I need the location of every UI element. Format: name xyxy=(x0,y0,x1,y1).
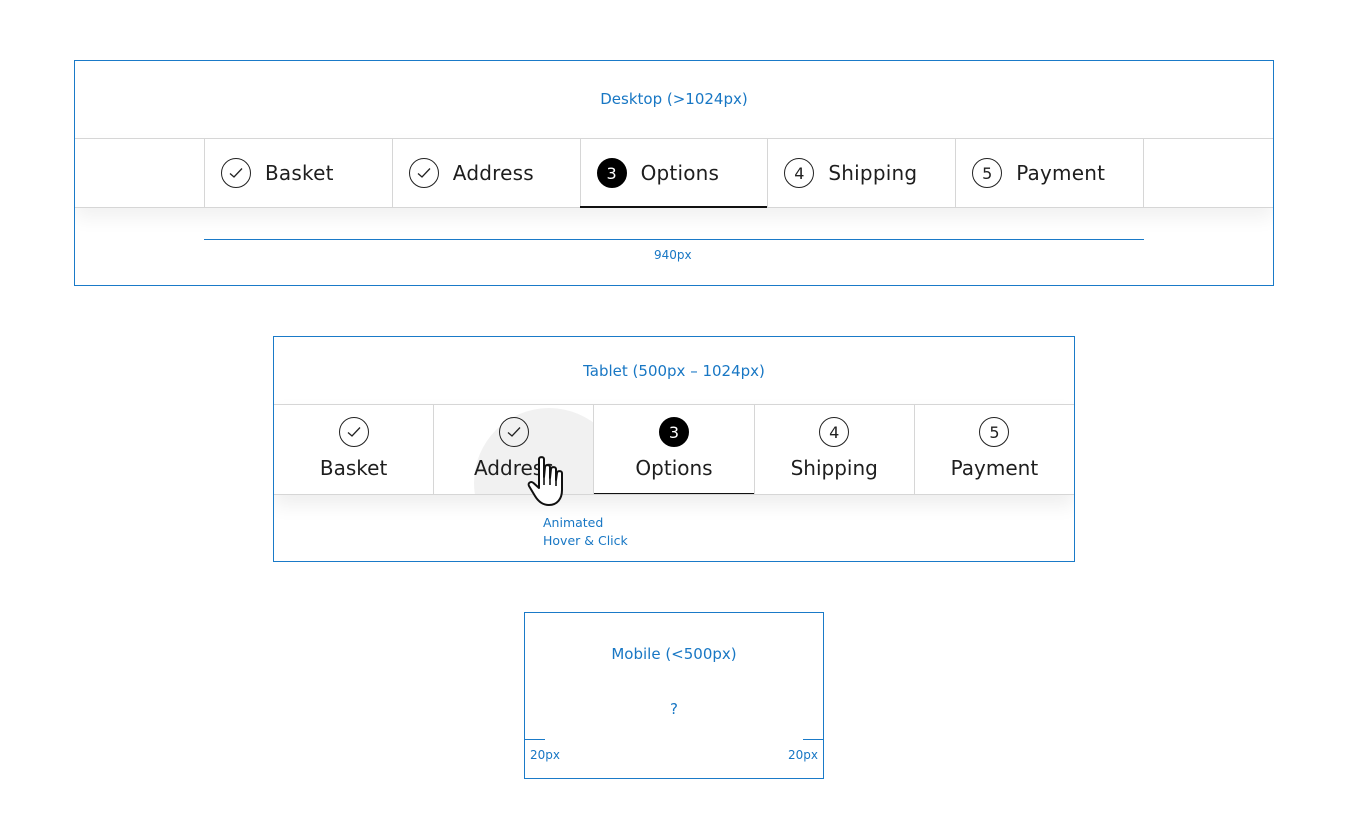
check-icon xyxy=(498,417,529,447)
step-label: Basket xyxy=(265,161,334,185)
hand-pointer-icon xyxy=(527,456,563,506)
step-number-badge: 3 xyxy=(659,417,689,447)
mobile-title: Mobile (<500px) xyxy=(611,645,737,663)
step-label: Basket xyxy=(319,456,388,480)
padding-left-label: 20px xyxy=(530,748,560,762)
tablet-step-shipping[interactable]: 4 Shipping xyxy=(755,405,915,494)
check-icon xyxy=(338,417,369,447)
step-label: Options xyxy=(640,161,720,185)
desktop-step-address[interactable]: Address xyxy=(393,139,581,207)
tablet-stepper: Basket Address 3 Options 4 Shipping 5 Pa… xyxy=(274,404,1074,495)
step-label: Shipping xyxy=(828,161,918,185)
check-icon xyxy=(408,158,439,188)
step-label: Payment xyxy=(1016,161,1106,185)
desktop-stepper-bar: Basket Address 3 Options 4 Shipping 5 Pa… xyxy=(75,138,1273,208)
step-number-badge: 5 xyxy=(972,158,1003,188)
mobile-frame: Mobile (<500px) ? 20px 20px xyxy=(524,612,824,779)
annotation-line: Hover & Click xyxy=(543,533,628,548)
step-label: Shipping xyxy=(790,456,878,480)
step-number-badge: 5 xyxy=(979,417,1010,447)
width-measure-line xyxy=(204,239,1144,240)
step-label: Payment xyxy=(950,456,1039,480)
step-label: Options xyxy=(635,456,713,480)
annotation-line: Animated xyxy=(543,515,604,530)
tablet-step-basket[interactable]: Basket xyxy=(274,405,435,494)
step-label: Address xyxy=(452,161,534,185)
tablet-frame: Tablet (500px – 1024px) Basket Address 3… xyxy=(273,336,1075,562)
desktop-frame: Desktop (>1024px) Basket Address 3 Optio… xyxy=(74,60,1274,286)
step-number-badge: 4 xyxy=(819,417,850,447)
desktop-step-options[interactable]: 3 Options xyxy=(579,139,769,208)
width-measure-label: 940px xyxy=(654,248,692,262)
desktop-step-payment[interactable]: 5 Payment xyxy=(956,139,1144,207)
check-icon xyxy=(221,158,251,188)
padding-right-line xyxy=(803,739,823,740)
tablet-title: Tablet (500px – 1024px) xyxy=(583,362,765,380)
desktop-stepper: Basket Address 3 Options 4 Shipping 5 Pa… xyxy=(204,139,1144,208)
mobile-placeholder: ? xyxy=(670,700,678,718)
padding-left-line xyxy=(525,739,545,740)
padding-right-label: 20px xyxy=(788,748,818,762)
desktop-step-shipping[interactable]: 4 Shipping xyxy=(768,139,957,207)
desktop-step-basket[interactable]: Basket xyxy=(205,139,393,207)
step-number-badge: 3 xyxy=(596,158,627,188)
hover-annotation: Animated Hover & Click xyxy=(543,514,628,550)
tablet-step-payment[interactable]: 5 Payment xyxy=(915,405,1074,494)
tablet-step-options[interactable]: 3 Options xyxy=(594,405,755,494)
desktop-title: Desktop (>1024px) xyxy=(600,90,748,108)
step-number-badge: 4 xyxy=(784,158,815,188)
